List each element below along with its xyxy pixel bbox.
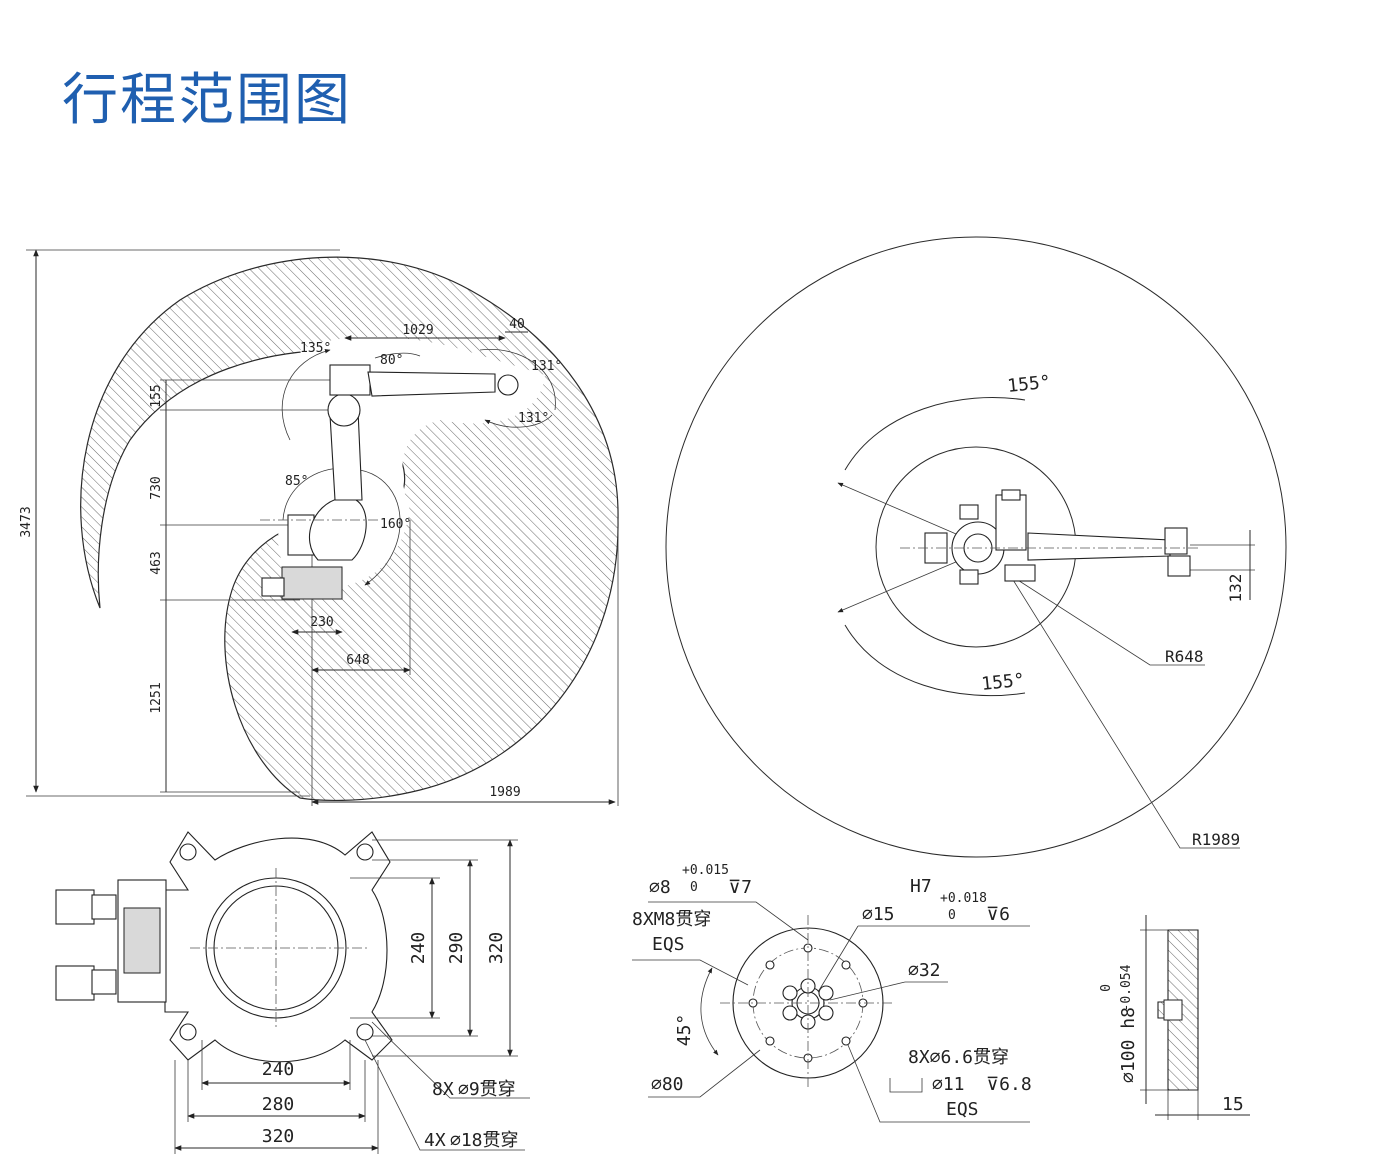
top-view: 155° 155° 132 R648 R1989 bbox=[665, 236, 1287, 858]
section-tolerance-upper: 0 bbox=[1099, 984, 1114, 992]
angle-135: 135° bbox=[300, 341, 331, 356]
dim-230: 230 bbox=[310, 615, 333, 630]
counterbore-diameter: ∅11 bbox=[932, 1074, 965, 1095]
holes-small-count: 8X bbox=[432, 1079, 454, 1100]
angle-155-top: 155° bbox=[1006, 372, 1051, 397]
dim-total-height: 3473 bbox=[19, 506, 34, 537]
section-view: 0 -0.054 ∅100 h8 15 bbox=[1099, 915, 1250, 1120]
dim-1251: 1251 bbox=[149, 682, 164, 713]
reach-circle-outer bbox=[665, 236, 1287, 858]
dim-240-horizontal: 240 bbox=[262, 1059, 295, 1080]
counterbore-eqs: EQS bbox=[946, 1099, 979, 1120]
angle-131-bottom: 131° bbox=[518, 411, 549, 426]
dim-290-vertical: 290 bbox=[446, 932, 467, 965]
counterbore-holes: 8X∅6.6贯穿 bbox=[908, 1047, 1009, 1068]
pin-diameter: ∅8 bbox=[649, 877, 671, 898]
dim-320-vertical: 320 bbox=[486, 932, 507, 965]
section-shaft-diameter: ∅100 h8 bbox=[1118, 1007, 1139, 1083]
flange-view: ∅8 +0.015 0 ⊽7 8XM8贯穿 EQS H7 ∅15 +0.018 … bbox=[632, 863, 1032, 1123]
robot-side-view bbox=[260, 364, 519, 600]
angle-155-bottom: 155° bbox=[980, 670, 1025, 695]
dim-730: 730 bbox=[149, 476, 164, 499]
robot-top-view bbox=[900, 489, 1200, 585]
dim-240-vertical: 240 bbox=[408, 932, 429, 965]
angle-160: 160° bbox=[380, 517, 411, 532]
thread-holes: 8XM8贯穿 bbox=[632, 909, 711, 930]
base-view: 240 290 320 240 280 320 8X ∅9贯穿 4X ∅18贯穿 bbox=[55, 831, 530, 1154]
outer-diameter-80: ∅80 bbox=[651, 1074, 684, 1095]
dim-1029: 1029 bbox=[402, 323, 433, 338]
dim-132: 132 bbox=[1226, 574, 1245, 603]
dim-280-horizontal: 280 bbox=[262, 1094, 295, 1115]
angle-85: 85° bbox=[285, 474, 308, 489]
angle-131-top: 131° bbox=[531, 359, 562, 374]
fit-class: H7 bbox=[910, 876, 932, 897]
holes-large-count: 4X bbox=[424, 1130, 446, 1151]
page-title: 行程范围图 bbox=[62, 68, 352, 133]
dim-648: 648 bbox=[346, 653, 369, 668]
holes-small-size: ∅9贯穿 bbox=[458, 1079, 516, 1100]
bore-depth: ⊽6 bbox=[986, 904, 1010, 925]
section-tolerance-lower: -0.054 bbox=[1119, 964, 1134, 1011]
pin-tolerance-lower: 0 bbox=[690, 880, 698, 895]
holes-large-size: ∅18贯穿 bbox=[450, 1130, 519, 1151]
bore-tolerance-upper: +0.018 bbox=[940, 891, 987, 906]
dim-40: 40 bbox=[509, 317, 525, 332]
dim-155: 155 bbox=[149, 384, 164, 407]
thread-eqs: EQS bbox=[652, 934, 685, 955]
radius-1989: R1989 bbox=[1192, 830, 1240, 849]
pcd-32: ∅32 bbox=[908, 960, 941, 981]
side-view: 3473 155 730 463 1251 1029 40 230 648 19… bbox=[19, 249, 619, 806]
dim-463: 463 bbox=[149, 551, 164, 574]
bore-tolerance-lower: 0 bbox=[948, 908, 956, 923]
pin-tolerance-upper: +0.015 bbox=[682, 863, 729, 878]
radius-648: R648 bbox=[1165, 647, 1204, 666]
dim-320-horizontal: 320 bbox=[262, 1126, 295, 1147]
pin-depth: ⊽7 bbox=[728, 877, 752, 898]
dim-1989: 1989 bbox=[489, 785, 520, 800]
section-thickness: 15 bbox=[1222, 1094, 1244, 1115]
counterbore-depth: ⊽6.8 bbox=[986, 1074, 1032, 1095]
bore-diameter: ∅15 bbox=[862, 904, 895, 925]
angle-45: 45° bbox=[674, 1014, 695, 1047]
angle-80: 80° bbox=[380, 353, 403, 368]
